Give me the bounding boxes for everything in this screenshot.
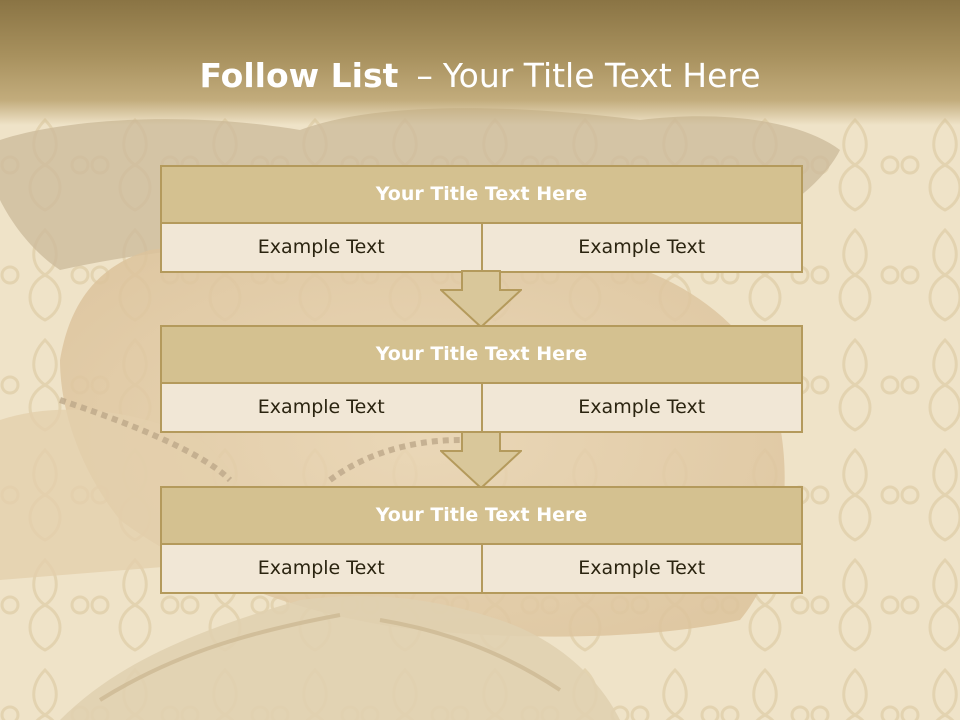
list-block-cell-right: Example Text bbox=[480, 545, 801, 592]
list-block-2: Your Title Text Here Example Text Exampl… bbox=[160, 325, 803, 433]
list-block-row: Example Text Example Text bbox=[162, 545, 801, 592]
slide-title-dash: – bbox=[416, 56, 433, 95]
list-block-title: Your Title Text Here bbox=[162, 167, 801, 224]
list-block-cell-right: Example Text bbox=[480, 224, 801, 271]
title-bar bbox=[0, 0, 960, 125]
slide-title-text: Your Title Text Here bbox=[442, 56, 761, 95]
list-block-row: Example Text Example Text bbox=[162, 384, 801, 431]
list-block-row: Example Text Example Text bbox=[162, 224, 801, 271]
list-block-cell-left: Example Text bbox=[162, 224, 481, 271]
list-block-3: Your Title Text Here Example Text Exampl… bbox=[160, 486, 803, 594]
slide-title: Follow List–Your Title Text Here bbox=[0, 52, 960, 100]
down-arrow-icon bbox=[440, 270, 522, 328]
down-arrow-icon bbox=[440, 431, 522, 489]
list-block-title: Your Title Text Here bbox=[162, 488, 801, 545]
list-block-title: Your Title Text Here bbox=[162, 327, 801, 384]
slide-title-bold: Follow List bbox=[199, 56, 399, 95]
list-block-cell-left: Example Text bbox=[162, 545, 481, 592]
list-block-cell-right: Example Text bbox=[480, 384, 801, 431]
list-block-1: Your Title Text Here Example Text Exampl… bbox=[160, 165, 803, 273]
list-block-cell-left: Example Text bbox=[162, 384, 481, 431]
